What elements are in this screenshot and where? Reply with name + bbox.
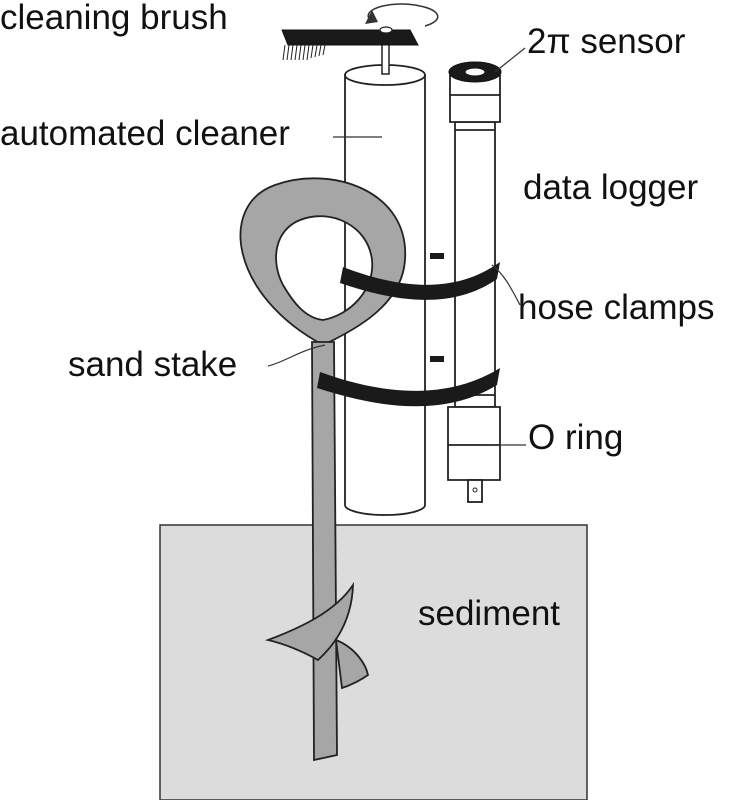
hose-clamps [317,253,500,407]
connector-pin [472,487,478,493]
sensor-cap [448,61,502,83]
leader-lines [267,47,526,446]
data-logger-tube [447,75,501,503]
label-hose-clamps: hose clamps [518,288,715,327]
label-automated-cleaner: automated cleaner [0,114,290,153]
sand-stake [239,177,406,762]
rotation-arrow [365,3,439,27]
label-sensor: 2π sensor [527,22,686,61]
label-sediment: sediment [418,594,561,633]
label-data-logger: data logger [523,168,699,207]
label-cleaning-brush: cleaning brush [0,0,228,37]
cleaning-brush [281,26,419,61]
sediment-block [159,524,588,801]
label-o-ring: O ring [528,418,624,457]
label-sand-stake: sand stake [68,345,238,384]
